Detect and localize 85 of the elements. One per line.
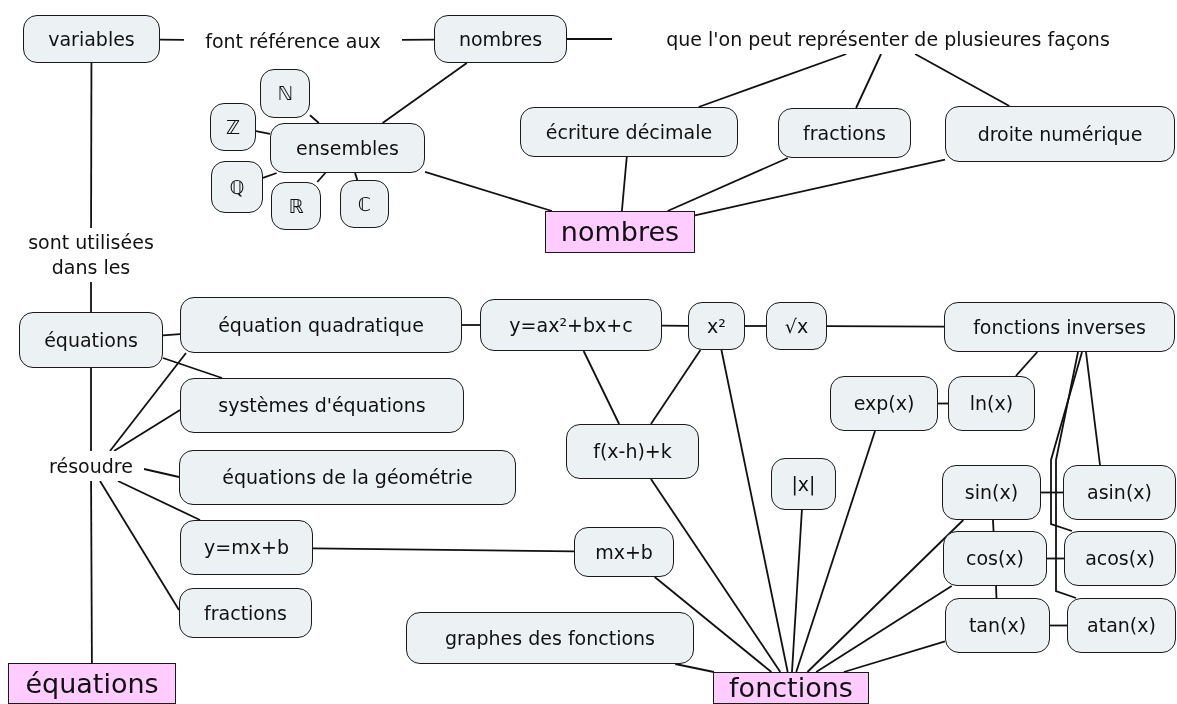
connector-line [316, 172, 327, 183]
topic-box: équations [8, 663, 176, 704]
connector-line [621, 156, 628, 212]
concept-box: y=mx+b [180, 520, 313, 575]
connector-line [720, 349, 789, 673]
connector-line [381, 62, 468, 124]
topic-box: nombres [545, 211, 695, 253]
connector-line [309, 114, 320, 124]
connector-line [1055, 351, 1079, 599]
concept-box: fractions [778, 108, 911, 158]
concept-box: f(x-h)+k [566, 424, 699, 479]
connector-line [90, 281, 92, 313]
concept-box: √x [766, 302, 827, 350]
concept-box: ℤ [210, 103, 256, 151]
connector-line [914, 53, 1011, 107]
concept-box: équations de la géométrie [179, 450, 516, 505]
connector-line [113, 409, 181, 452]
connector-line [666, 157, 789, 212]
concept-box: y=ax²+bx+c [480, 299, 662, 351]
connector-line [826, 325, 945, 328]
concept-box: ℝ [271, 182, 321, 230]
connector-line [815, 585, 953, 673]
concept-box: fonctions inverses [944, 302, 1175, 352]
connector-line [855, 53, 882, 109]
concept-box: ln(x) [948, 376, 1035, 431]
connector-line [99, 480, 180, 611]
connector-line [109, 352, 187, 452]
connector-line [566, 38, 613, 40]
concept-box: ensembles [270, 123, 425, 173]
connector-line [162, 357, 223, 379]
connector-line [90, 480, 93, 664]
connector-line [262, 172, 278, 179]
connector-line [143, 468, 180, 478]
concept-box: exp(x) [830, 376, 938, 431]
connector-line [1050, 351, 1083, 532]
connector-line [159, 38, 185, 41]
connector-line [992, 519, 995, 532]
connector-line [661, 324, 689, 327]
concept-box: équation quadratique [180, 297, 462, 353]
concept-box: ℚ [211, 161, 263, 213]
connector-line [650, 349, 702, 425]
connector-line [90, 367, 92, 452]
concept-box: atan(x) [1067, 598, 1176, 653]
connector-line [1015, 351, 1039, 377]
connector-line [424, 171, 553, 212]
concept-box: ℕ [260, 69, 310, 118]
concept-box: tan(x) [945, 598, 1050, 653]
connector-line [461, 324, 481, 326]
connector-line [650, 478, 782, 673]
concept-box: mx+b [574, 527, 674, 577]
connector-line [90, 62, 93, 229]
concept-box: écriture décimale [520, 107, 738, 157]
concept-box: |x| [771, 458, 836, 510]
concept-box: graphes des fonctions [406, 612, 694, 664]
connector-line [1085, 351, 1101, 466]
connector-line [697, 53, 848, 108]
concept-box: x² [688, 302, 745, 350]
concept-box: sin(x) [942, 465, 1041, 520]
concept-box: ℂ [340, 180, 389, 228]
concept-box: fractions [179, 588, 312, 638]
connector-line [312, 547, 575, 553]
connector-line [694, 158, 946, 217]
connector-line [653, 576, 773, 673]
concept-box: asin(x) [1063, 465, 1176, 520]
concept-box: acos(x) [1064, 531, 1176, 586]
concept-box: droite numérique [945, 106, 1175, 162]
connector-line [744, 325, 767, 327]
concept-box: cos(x) [943, 531, 1047, 586]
connector-line [255, 130, 271, 135]
connector-line [582, 350, 621, 425]
connector-line [674, 663, 715, 673]
connector-line [806, 519, 965, 673]
connector-line [401, 38, 435, 41]
concept-box: systèmes d'équations [180, 378, 464, 433]
connector-line [791, 509, 803, 673]
concept-box: nombres [434, 15, 567, 63]
connector-line [995, 585, 998, 599]
connector-line [842, 640, 946, 673]
connector-line [354, 172, 359, 181]
concept-box: équations [19, 312, 163, 368]
connector-line [162, 333, 181, 337]
connector-line [1040, 491, 1064, 494]
concept-box: variables [23, 15, 160, 63]
connector-line [795, 430, 876, 673]
topic-box: fonctions [713, 672, 869, 704]
